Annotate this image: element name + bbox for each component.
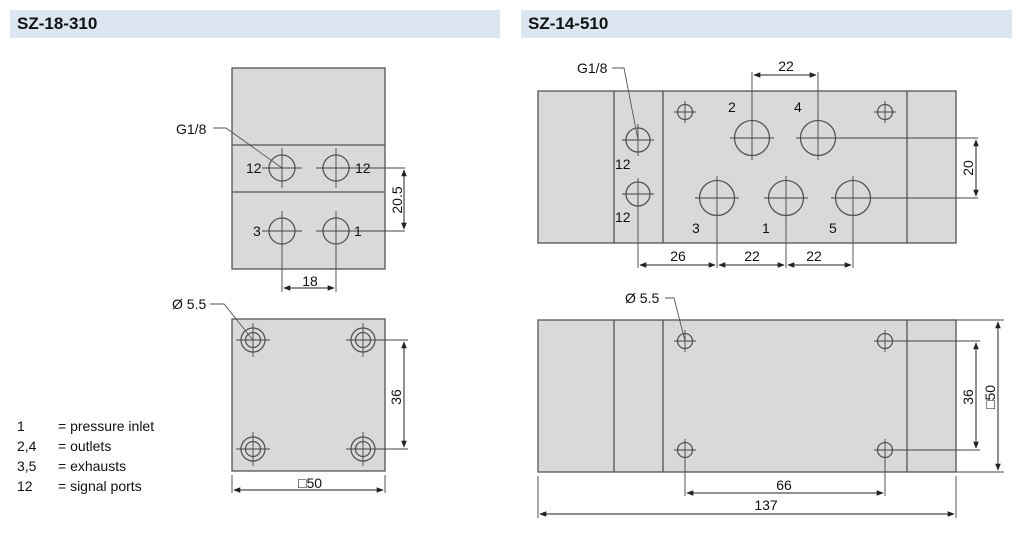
right-bottom-centerlines <box>537 319 1004 518</box>
right-top-view <box>537 90 957 244</box>
right-bottom-view <box>537 319 957 473</box>
g18-label-left: G1/8 <box>176 121 207 137</box>
g18-label-right: G1/8 <box>577 60 608 76</box>
title-right: SZ-14-510 <box>528 14 609 33</box>
legend-key: 1 <box>17 418 25 434</box>
right-bottom-body <box>537 319 957 473</box>
left-top-view <box>231 67 386 270</box>
right-top-centerlines <box>622 72 978 268</box>
legend-value: = pressure inlet <box>58 418 155 434</box>
dim-20-5-left: 20.5 <box>389 186 405 213</box>
dim-36-left: 36 <box>388 389 404 405</box>
dim-22-b: 22 <box>806 248 822 264</box>
legend-row: 12 = signal ports <box>17 476 154 496</box>
hole-label-left: Ø 5.5 <box>172 296 206 312</box>
port-number: 12 <box>246 160 262 176</box>
left-top-body <box>231 67 386 270</box>
legend-value: = exhausts <box>58 458 127 474</box>
port-number: 5 <box>829 220 837 236</box>
g18-leader-left <box>213 127 283 169</box>
hole-label-right: Ø 5.5 <box>625 290 659 306</box>
header-right: SZ-14-510 <box>521 10 1012 38</box>
port-number: 2 <box>728 99 736 115</box>
left-bottom-body <box>231 318 386 472</box>
dim-137: 137 <box>754 497 778 513</box>
dim-20-right: 20 <box>960 160 976 176</box>
legend-row: 3,5 = exhausts <box>17 456 154 476</box>
right-top-body <box>537 90 957 244</box>
hole-leader-left <box>210 303 254 341</box>
dim-26: 26 <box>670 248 686 264</box>
port-number: 3 <box>253 223 261 239</box>
legend-key: 12 <box>17 478 33 494</box>
port-number: 1 <box>762 220 770 236</box>
dim-66: 66 <box>776 477 792 493</box>
dim-18-left: 18 <box>302 273 318 289</box>
legend-key: 3,5 <box>17 458 37 474</box>
port-number: 1 <box>354 223 362 239</box>
legend-key: 2,4 <box>17 438 37 454</box>
port-number: 12 <box>355 160 371 176</box>
title-left: SZ-18-310 <box>17 14 98 33</box>
dim-22-top: 22 <box>778 58 794 74</box>
legend-row: 2,4 = outlets <box>17 436 154 456</box>
port-number: 3 <box>692 220 700 236</box>
port-number: 12 <box>615 209 631 225</box>
header-left: SZ-18-310 <box>10 10 500 38</box>
legend-row: 1 = pressure inlet <box>17 416 154 436</box>
g18-leader-right <box>612 67 639 141</box>
legend: 1 = pressure inlet 2,4 = outlets 3,5 = exha… <box>17 416 154 496</box>
port-number: 4 <box>794 99 802 115</box>
legend-value: = outlets <box>58 438 112 454</box>
dim-36-right: 36 <box>960 389 976 405</box>
dim-50-left: □50 <box>298 475 322 491</box>
dim-50-right: □50 <box>982 385 998 409</box>
left-bottom-centerlines <box>231 323 408 493</box>
dim-22-a: 22 <box>744 248 760 264</box>
port-number: 12 <box>615 156 631 172</box>
legend-value: = signal ports <box>58 478 142 494</box>
hole-leader-right <box>665 297 686 342</box>
